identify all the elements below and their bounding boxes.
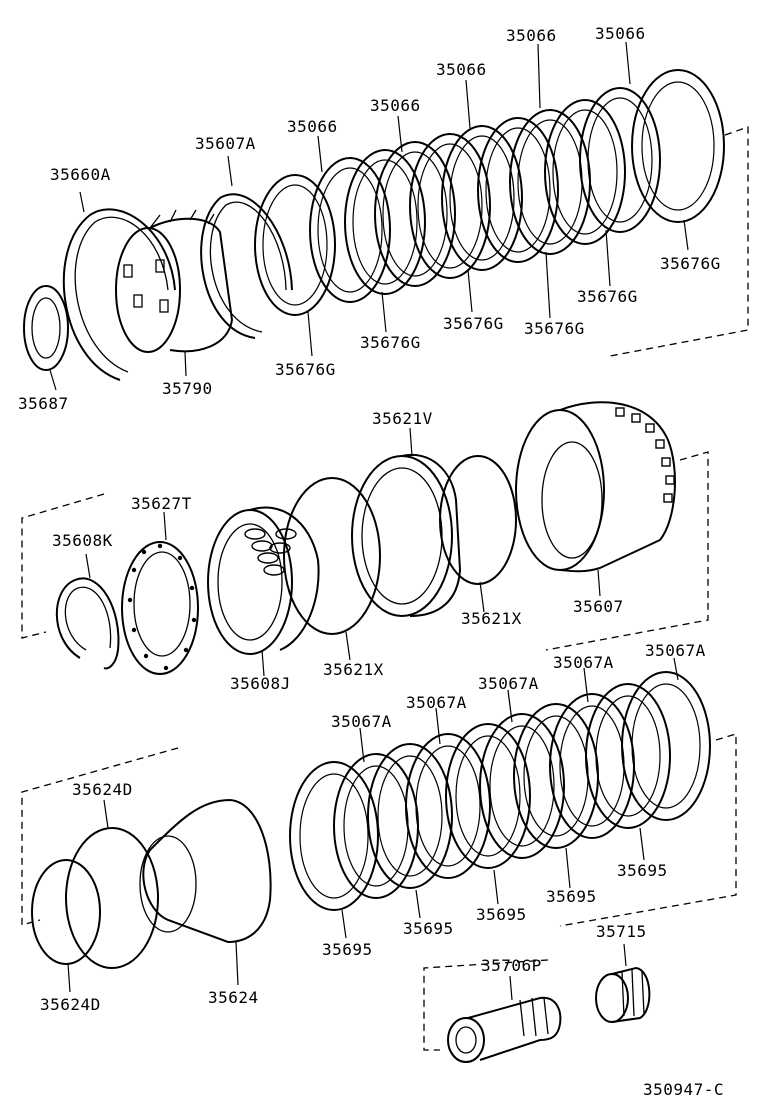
label-35066: 35066 (595, 24, 646, 43)
label-35066: 35066 (506, 26, 557, 45)
label-35624D: 35624D (40, 995, 101, 1014)
part-35624 (139, 798, 272, 986)
label-35621X: 35621X (461, 609, 522, 628)
part-35706P (423, 959, 562, 1063)
clutch-stack-top (254, 41, 725, 357)
group-bracket-bottom-right (559, 733, 737, 927)
label-35066: 35066 (287, 117, 338, 136)
label-35608K: 35608K (52, 531, 113, 550)
part-35621V (351, 427, 462, 617)
label-35695: 35695 (403, 919, 454, 938)
label-35660A: 35660A (50, 165, 111, 184)
part-35607 (515, 401, 676, 597)
group-bracket-mid-right (545, 451, 709, 651)
group-bracket-mid-left (21, 493, 105, 639)
part-35715 (595, 943, 651, 1023)
part-35608K (55, 553, 120, 670)
label-35067A: 35067A (331, 712, 392, 731)
label-35676G: 35676G (275, 360, 336, 379)
part-35607A (200, 155, 293, 339)
label-35715: 35715 (596, 922, 647, 941)
part-35621X-right (439, 455, 517, 613)
part-35627T (121, 511, 199, 675)
part-35790 (115, 209, 234, 377)
label-35676G: 35676G (577, 287, 638, 306)
label-35621V: 35621V (372, 409, 433, 428)
diagram-code: 350947-C (643, 1080, 725, 1099)
label-35608J: 35608J (230, 674, 291, 693)
label-35695: 35695 (617, 861, 668, 880)
label-35066: 35066 (436, 60, 487, 79)
label-35695: 35695 (476, 905, 527, 924)
part-35660A (62, 191, 176, 381)
label-35067A: 35067A (553, 653, 614, 672)
label-35676G: 35676G (443, 314, 504, 333)
label-35790: 35790 (162, 379, 213, 398)
label-35067A: 35067A (645, 641, 706, 660)
group-bracket-top (609, 126, 749, 357)
label-35624: 35624 (208, 988, 259, 1007)
clutch-stack-bottom (289, 657, 711, 939)
part-35687 (23, 285, 69, 391)
label-35627T: 35627T (131, 494, 192, 513)
label-35607A: 35607A (195, 134, 256, 153)
label-35676G: 35676G (524, 319, 585, 338)
label-35676G: 35676G (360, 333, 421, 352)
label-35695: 35695 (546, 887, 597, 906)
part-35621X-left (283, 477, 381, 661)
label-35067A: 35067A (406, 693, 467, 712)
part-35608J (207, 506, 320, 677)
label-35067A: 35067A (478, 674, 539, 693)
label-35607: 35607 (573, 597, 624, 616)
label-35676G: 35676G (660, 254, 721, 273)
part-35624D-outer (65, 799, 159, 969)
label-35621X: 35621X (323, 660, 384, 679)
part-35624D-inner (31, 859, 101, 993)
label-35066: 35066 (370, 96, 421, 115)
label-35687: 35687 (18, 394, 69, 413)
label-35624D: 35624D (72, 780, 133, 799)
group-bracket-bottom-left (21, 747, 179, 926)
label-35706P: 35706P (481, 956, 542, 975)
label-35695: 35695 (322, 940, 373, 959)
